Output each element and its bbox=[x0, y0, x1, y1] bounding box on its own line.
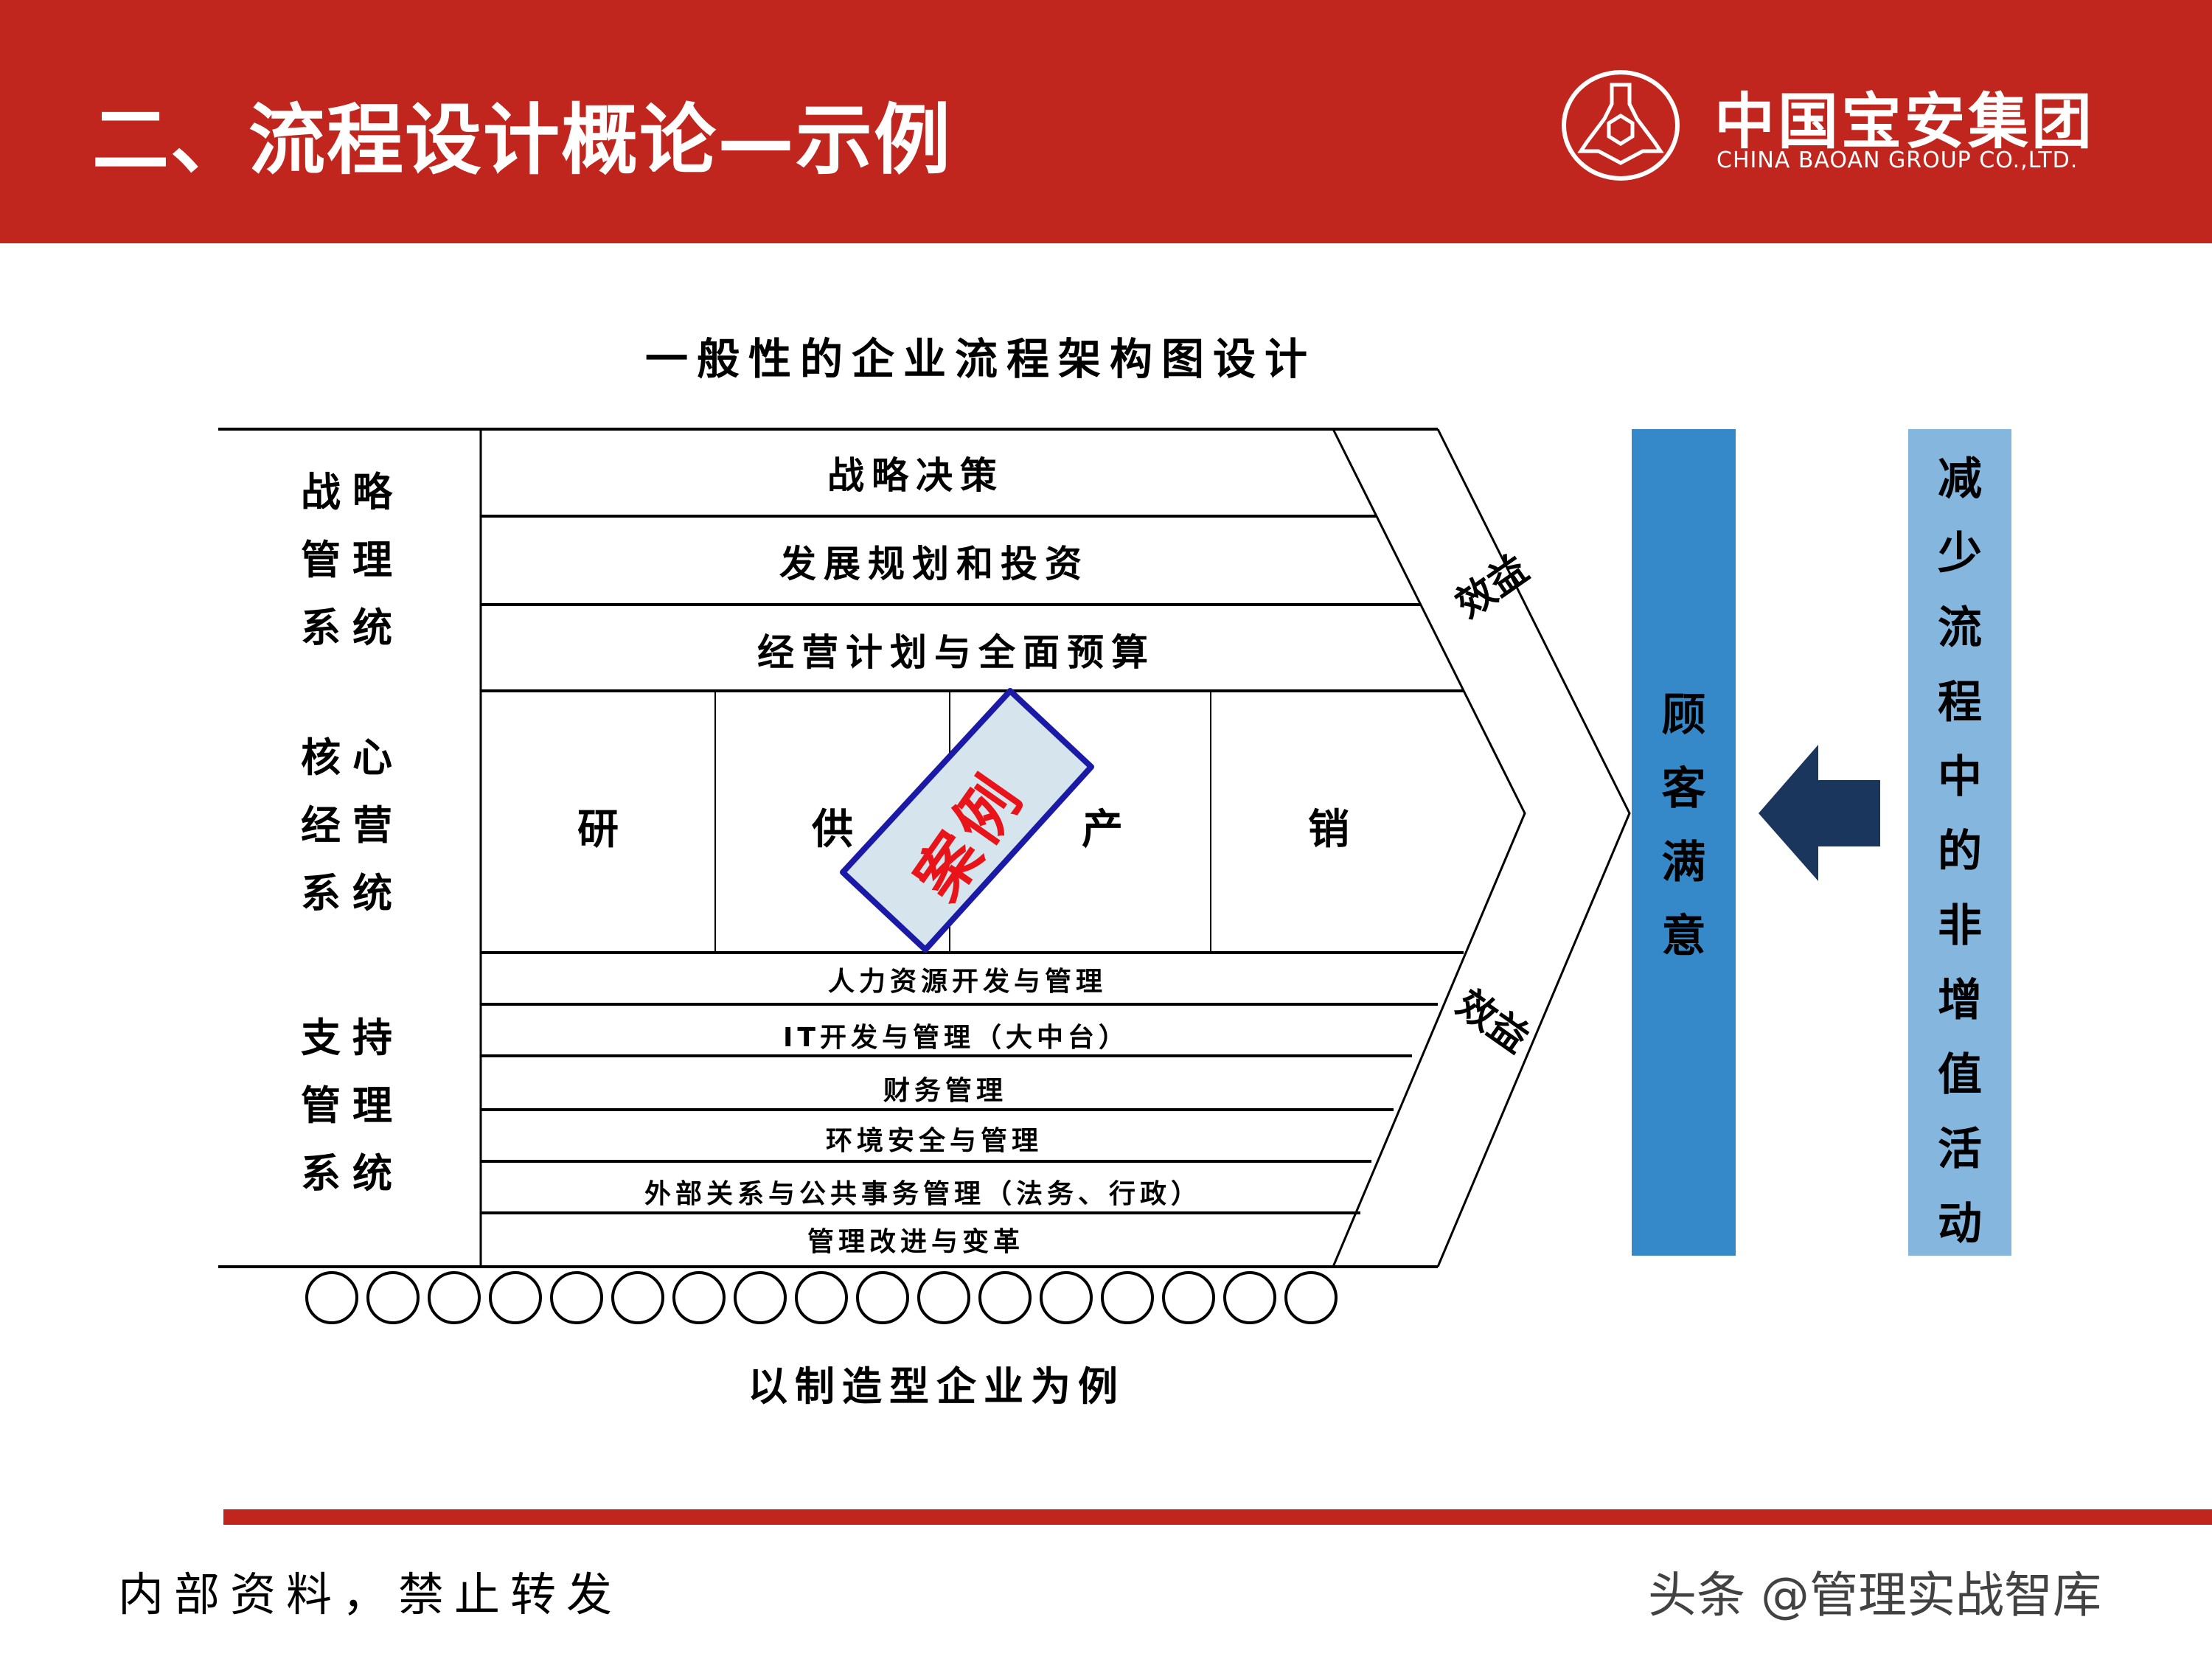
char: 值 bbox=[1938, 1049, 1982, 1101]
row-business-plan-budget: 经营计划与全面预算 bbox=[757, 631, 1155, 674]
char: 意 bbox=[1661, 911, 1706, 962]
label-line: 经营 bbox=[301, 802, 404, 849]
label-line: 系统 bbox=[301, 605, 404, 651]
left-arrow-icon bbox=[1759, 745, 1880, 881]
label-line: 支持 bbox=[301, 1015, 404, 1061]
row-management-improvement: 管理改进与变革 bbox=[807, 1227, 1024, 1257]
char: 动 bbox=[1938, 1198, 1982, 1250]
row-strategic-decision: 战略决策 bbox=[827, 454, 1004, 497]
char: 增 bbox=[1938, 975, 1982, 1026]
char: 程 bbox=[1938, 677, 1982, 728]
core-col-sales: 销 bbox=[1308, 806, 1349, 854]
case-stamp bbox=[840, 688, 1094, 953]
char: 顾 bbox=[1661, 689, 1706, 741]
row-development-planning: 发展规划和投资 bbox=[779, 543, 1089, 585]
label-line: 管理 bbox=[301, 537, 404, 583]
row-external-relations: 外部关系与公共事务管理（法务、行政） bbox=[644, 1179, 1202, 1209]
char: 减 bbox=[1938, 453, 1982, 505]
char: 非 bbox=[1938, 900, 1982, 952]
label-line: 系统 bbox=[301, 870, 404, 917]
row-it: IT开发与管理（大中台） bbox=[783, 1023, 1130, 1053]
baoan-emblem-icon bbox=[1562, 70, 1680, 181]
company-name-en: CHINA BAOAN GROUP CO.,LTD. bbox=[1717, 147, 2079, 173]
customer-satisfaction-text: 顾 客 满 意 bbox=[1632, 678, 1736, 973]
reduce-non-value-bar bbox=[1908, 429, 2011, 1256]
company-name-cn: 中国宝安集团 bbox=[1714, 87, 2096, 157]
char: 客 bbox=[1661, 763, 1706, 815]
row-ehs: 环境安全与管理 bbox=[825, 1126, 1043, 1156]
system-label-core: 核心 经营 系统 bbox=[242, 724, 463, 928]
diagram-caption: 以制造型企业为例 bbox=[748, 1363, 1125, 1410]
char: 中 bbox=[1938, 751, 1982, 803]
reduce-non-value-text: 减 少 流 程 中 的 非 增 值 活 动 bbox=[1908, 442, 2011, 1262]
label-line: 管理 bbox=[301, 1082, 404, 1129]
core-col-rd: 研 bbox=[577, 806, 619, 854]
system-label-support: 支持 管理 系统 bbox=[242, 1004, 463, 1208]
roller-circles bbox=[305, 1271, 1338, 1324]
diagram-title: 一般性的企业流程架构图设计 bbox=[644, 334, 1316, 384]
slide-title: 二、流程设计概论—示例 bbox=[92, 95, 953, 185]
label-line: 核心 bbox=[301, 734, 404, 781]
char: 少 bbox=[1938, 528, 1982, 580]
row-finance: 财务管理 bbox=[883, 1076, 1007, 1106]
core-col-supply: 供 bbox=[812, 806, 853, 854]
footer-divider bbox=[223, 1509, 2212, 1525]
system-label-strategy: 战略 管理 系统 bbox=[242, 459, 463, 662]
char: 的 bbox=[1938, 826, 1982, 877]
char: 满 bbox=[1661, 837, 1706, 888]
confidential-notice: 内部资料，禁止转发 bbox=[118, 1568, 623, 1621]
char: 活 bbox=[1938, 1124, 1982, 1175]
char: 流 bbox=[1938, 602, 1982, 654]
customer-satisfaction-bar bbox=[1632, 429, 1736, 1256]
row-hr: 人力资源开发与管理 bbox=[827, 967, 1107, 997]
label-line: 战略 bbox=[301, 469, 404, 515]
core-col-production: 产 bbox=[1082, 806, 1123, 854]
header-bar bbox=[0, 0, 2212, 243]
label-line: 系统 bbox=[301, 1150, 404, 1197]
watermark: 头条 @管理实战智库 bbox=[1648, 1567, 2101, 1624]
